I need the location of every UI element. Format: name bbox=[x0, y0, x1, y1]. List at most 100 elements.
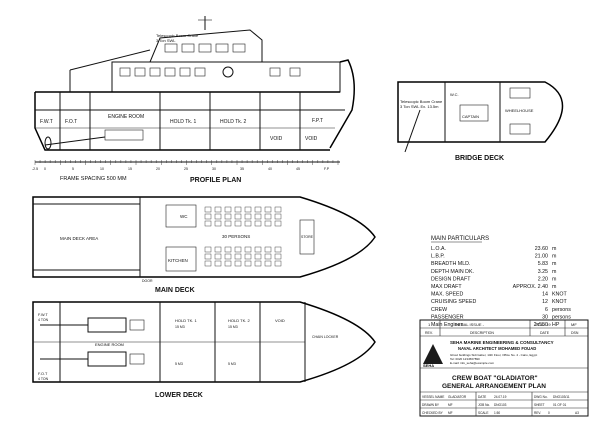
dwg-number: DNO103/11 bbox=[553, 395, 570, 399]
tank-label: VOID bbox=[305, 136, 318, 142]
field-label: DWG No. bbox=[534, 395, 548, 399]
main-deck-plan: MAIN DECK AREA WC KITCHEN 30 PERSONS STO… bbox=[32, 196, 376, 294]
passenger-seat bbox=[204, 260, 212, 267]
passenger-seat bbox=[244, 220, 252, 227]
room-label: STORE bbox=[301, 235, 314, 239]
frame-number: 45 bbox=[296, 167, 300, 171]
field-label: REV. bbox=[534, 411, 541, 415]
particular-unit: KNOT bbox=[552, 292, 567, 298]
tank-capacity: 5 M3 bbox=[228, 362, 236, 366]
passenger-seat bbox=[234, 246, 242, 253]
propeller-shaft bbox=[44, 136, 106, 146]
tank-label: VOID bbox=[270, 136, 283, 142]
particular-label: MAX. SPEED bbox=[431, 292, 464, 298]
particular-value: APPROX. 2.40 bbox=[513, 284, 548, 290]
passenger-seat bbox=[274, 220, 282, 227]
bridge-deck-plan: Telescopic Boom Crane 3 Ton SWL Ex. 13.5… bbox=[397, 81, 564, 162]
generator bbox=[129, 353, 145, 365]
particular-label: L.O.A. bbox=[431, 246, 446, 252]
passenger-seat bbox=[224, 246, 232, 253]
particular-value: 3.25 bbox=[538, 269, 548, 275]
generator bbox=[129, 319, 145, 331]
company-address: Tel: 0020 1234567890 bbox=[450, 357, 480, 361]
passenger-seat bbox=[264, 213, 272, 220]
company-logo: SEHA bbox=[423, 344, 443, 368]
passenger-seat bbox=[214, 260, 222, 267]
frame-number: 15 bbox=[128, 167, 132, 171]
room-label: F.O.T bbox=[38, 372, 48, 376]
passenger-seat bbox=[224, 206, 232, 213]
passenger-seat bbox=[214, 206, 222, 213]
lower-deck-plan: ENGINE ROOM HOLD TK. 1 HOLD TK. 2 VOID F… bbox=[32, 301, 376, 399]
particular-value: 30 bbox=[542, 314, 548, 320]
room-label: CHAIN LOCKER bbox=[312, 335, 339, 339]
frame-number: 35 bbox=[240, 167, 244, 171]
particular-unit: m bbox=[552, 254, 557, 260]
profile-plan-title: PROFILE PLAN bbox=[190, 177, 241, 184]
window bbox=[164, 67, 176, 77]
field-label: CHECKED BY bbox=[422, 411, 444, 415]
passenger-seat bbox=[214, 246, 222, 253]
particular-unit: m bbox=[552, 276, 557, 282]
particular-label: L.B.P. bbox=[431, 254, 445, 260]
company-address: Ghoul buildings Sidi Gaber, 14th Floor, … bbox=[450, 353, 537, 357]
field-label: DRAWN BY bbox=[422, 403, 440, 407]
main-deck-outline bbox=[32, 196, 376, 278]
date-value: 24.07.19 bbox=[494, 395, 507, 399]
frame-number: 25 bbox=[184, 167, 188, 171]
room-label: MAIN DECK AREA bbox=[60, 236, 98, 241]
tank-capacity: 15 M3 bbox=[175, 325, 185, 329]
lower-deck-outline bbox=[32, 301, 376, 383]
field-label: VESSEL NAME bbox=[422, 395, 444, 399]
particular-label: DESIGN DRAFT bbox=[431, 276, 471, 282]
frame-number: 10 bbox=[100, 167, 104, 171]
room-label: ENGINE ROOM bbox=[95, 342, 124, 347]
kitchen-room bbox=[165, 246, 197, 272]
frame-number: 30 bbox=[212, 167, 216, 171]
company-line-2: NAVAL ARCHITECT MOHAMED FOUAD bbox=[458, 346, 536, 351]
crane-note-2: 3 Ton SWL bbox=[156, 38, 176, 43]
particular-value: 14 bbox=[542, 292, 548, 298]
passenger-seat bbox=[274, 260, 282, 267]
tank-label: HOLD Tk. 1 bbox=[170, 119, 197, 125]
rev-desc: INITIAL ISSUE - bbox=[455, 322, 485, 327]
particular-unit: KNOT bbox=[552, 299, 567, 305]
frame-number: -2.5 bbox=[32, 167, 38, 171]
passenger-seat bbox=[224, 253, 232, 260]
passenger-seat bbox=[204, 246, 212, 253]
window bbox=[181, 43, 195, 53]
rev-by: MF bbox=[571, 322, 577, 327]
passenger-seat bbox=[234, 206, 242, 213]
room-label: DOOR bbox=[142, 279, 153, 283]
frame-number: 40 bbox=[268, 167, 272, 171]
room-label: KITCHEN bbox=[168, 258, 188, 263]
window bbox=[149, 67, 161, 77]
frame-number: 20 bbox=[156, 167, 160, 171]
room-label: VOID bbox=[275, 318, 285, 323]
passenger-seat bbox=[274, 253, 282, 260]
window bbox=[179, 67, 191, 77]
particular-value: 23.60 bbox=[535, 246, 548, 252]
drawn-by: MF bbox=[448, 403, 453, 407]
field-label: SHEET bbox=[534, 403, 545, 407]
passenger-seat bbox=[224, 260, 232, 267]
rev-header: DESCRIPTION bbox=[470, 331, 494, 335]
tank-label: F.O.T bbox=[65, 119, 77, 125]
crane-boom bbox=[69, 49, 151, 71]
window bbox=[198, 43, 212, 53]
field-label: SCALE bbox=[478, 411, 488, 415]
passenger-seat bbox=[254, 206, 262, 213]
room-label: F.W.T bbox=[38, 313, 48, 317]
particular-unit: m bbox=[552, 261, 557, 267]
tank-label: F.P.T bbox=[312, 118, 323, 124]
particular-label: MAX DRAFT bbox=[431, 284, 462, 290]
passenger-seat bbox=[224, 220, 232, 227]
main-engine-port bbox=[87, 317, 127, 333]
rev-date: 27.07.19 bbox=[535, 322, 551, 327]
passenger-seat bbox=[254, 260, 262, 267]
particular-label: Main Engines bbox=[431, 322, 463, 328]
passenger-seat bbox=[204, 213, 212, 220]
window bbox=[269, 67, 281, 77]
passenger-seat bbox=[204, 206, 212, 213]
